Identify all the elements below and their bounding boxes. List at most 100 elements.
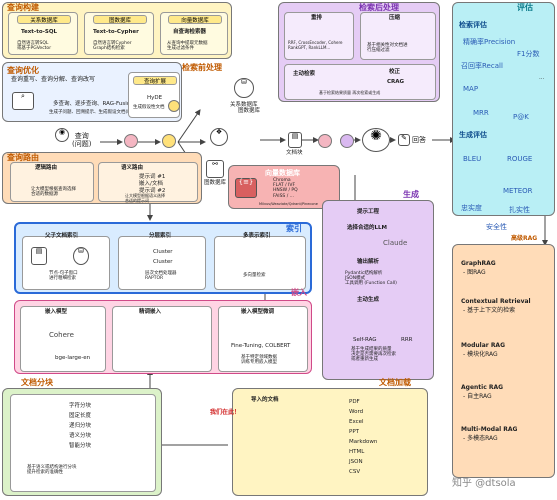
rerank-card: 重排 RRF, CrossEncoder, Cohere RankGPT, Ra… xyxy=(284,12,354,60)
active-retrieval-card: 主动检索 校正 CRAG 基于检索结果质量 再次检索或生成 xyxy=(284,64,436,100)
logical-routing-card: 逻辑路由 让大模型根据查询选择 合适的数据源 xyxy=(10,162,94,202)
relational-db-icon: ⛁ xyxy=(234,78,254,98)
adv-item-5-name: Multi-Modal RAG xyxy=(461,426,518,433)
router-node-2 xyxy=(162,134,176,148)
metric-rouge: ROUGE xyxy=(507,155,533,163)
compress-title: 压缩 xyxy=(389,15,401,21)
hyde-label: HyDE xyxy=(147,95,163,101)
user-query-icon: ◉ xyxy=(55,128,69,142)
src-excel: Excel xyxy=(349,419,364,425)
metric-mrr: MRR xyxy=(473,109,489,117)
eval-dots: ... xyxy=(539,75,545,81)
metric-faithfulness: 忠实度 xyxy=(461,204,482,212)
card-vector-db: 向量数据库 xyxy=(168,15,222,24)
adv-item-3-name: Modular RAG xyxy=(461,342,506,349)
adv-item-4-name: Agentic RAG xyxy=(461,384,504,391)
logical-routing-title: 逻辑路由 xyxy=(35,165,58,171)
llm-icon: ✺ xyxy=(362,128,390,152)
finetune-card: 精调嵌入 xyxy=(112,306,212,372)
evaluation-title: 评估 xyxy=(517,3,533,12)
adv-item-3-desc: - 模块化RAG xyxy=(463,351,498,358)
hier-index-desc: 层次文档处理器 RAPTOR xyxy=(145,271,177,282)
src-csv: CSV xyxy=(349,469,361,475)
chunking-card: 字符分块 固定长度 递归分块 语义分块 智能分块 基于语义或结构进行分块 提升检… xyxy=(10,394,156,492)
generation-eval-title: 生成评估 xyxy=(459,131,487,139)
rerank-items: RRF, CrossEncoder, Cohere RankGPT, RankL… xyxy=(288,40,343,50)
ft-method: Fine-Tuning, COLBERT xyxy=(231,343,291,349)
query-opt-item-3: 生成子问题、回溯提示、生成假设文档(HyDE) xyxy=(49,110,142,115)
vector-db-panel: 向量数据库 {≡} Chroma FLAT / IVF HNSW / PQ FA… xyxy=(228,165,340,209)
src-ppt: PPT xyxy=(349,429,359,435)
ft-desc: 基于特定领域数据 训练专用嵌入模型 xyxy=(241,355,277,366)
src-html: HTML xyxy=(349,449,365,455)
card-relational-tool: Text-to-SQL xyxy=(21,29,58,35)
hyde-desc: 生成假设性文档 xyxy=(133,105,165,110)
query-label: 查询 (问题) xyxy=(72,132,92,149)
embed-1: 嵌入/文档 xyxy=(139,181,163,187)
semantic-routing-title: 语义路由 xyxy=(121,165,144,171)
prompt-1: 提示词 #1 xyxy=(139,174,166,180)
metric-precision: 精确率Precision xyxy=(463,38,516,46)
prompt-2: 提示词 #2 xyxy=(139,188,166,194)
card-vector-desc: 从查询中提取元数据 生成过滤条件 xyxy=(167,41,208,52)
card-vector: 向量数据库 自查询检索器 从查询中提取元数据 生成过滤条件 xyxy=(160,12,228,55)
compress-card: 压缩 基于相关性对文档进 行压缩过滤 xyxy=(360,12,436,60)
chunk-item-2: 固定长度 xyxy=(69,413,92,419)
db-index-icon: ⛁ xyxy=(73,247,89,265)
adv-item-2-desc: - 基于上下文的检索 xyxy=(463,307,516,314)
advanced-rag-title: 高级RAG xyxy=(511,235,538,242)
adv-item-2-name: Contextual Retrieval xyxy=(461,298,531,305)
crag-label: CRAG xyxy=(387,79,405,85)
generation-panel: 生成 提示工程 选择合适的LLM Claude 输出解析 Pydantic结构解… xyxy=(322,190,434,380)
relational-db-label: 关系数据库 xyxy=(230,102,258,108)
active-desc: 基于检索结果质量 再次检索或生成 xyxy=(319,90,381,95)
query-expansion-title: 查询扩展 xyxy=(133,76,177,85)
src-word: Word xyxy=(349,409,364,415)
cluster-2: Cluster xyxy=(153,259,173,265)
query-opt-item-1: 查询重写、查询分解、查询改写 xyxy=(11,76,96,83)
metric-f1: F1分数 xyxy=(517,50,540,58)
docs-label: 文档块 xyxy=(286,150,303,156)
evaluation-panel: 评估 检索评估 精确率Precision F1分数 召回率Recall MAP … xyxy=(452,2,555,216)
hier-index-title: 分层索引 xyxy=(149,233,172,239)
router-node-top xyxy=(168,100,180,112)
vector-db-title: 向量数据库 xyxy=(265,169,300,177)
chunk-item-1: 字符分块 xyxy=(69,403,92,409)
card-vector-tool: 自查询检索器 xyxy=(173,29,207,35)
advanced-rag-panel: 高级RAG GraphRAG - 图RAG Contextual Retriev… xyxy=(452,235,555,478)
pre-retrieval-label: 检索前处理 xyxy=(182,63,222,72)
query-construction-title: 查询构建 xyxy=(7,3,39,12)
docs-icon: ▤ xyxy=(288,132,302,148)
card-graph: 图数据库 Text-to-Cypher 自然语言转Cypher Graph结构检… xyxy=(84,12,154,55)
card-graph-db: 图数据库 xyxy=(93,15,147,24)
embed-model-cohere: Cohere xyxy=(49,331,74,339)
query-rewrite-icon: ⌕ xyxy=(12,92,34,110)
vector-db-extra: Milvus/Weaviate/Qdrant/Pinecone xyxy=(259,202,318,206)
correct-title: 校正 xyxy=(389,69,401,75)
metric-recall: 召回率Recall xyxy=(461,62,503,70)
post-retrieval-title: 检索后处理 xyxy=(359,3,399,12)
src-md: Markdown xyxy=(349,439,378,445)
vector-db-list: Chroma FLAT / IVF HNSW / PQ FAISS / ... xyxy=(273,178,298,199)
adv-item-4-desc: - 自主RAG xyxy=(463,393,492,400)
output-parse-desc: Pydantic结构解析 JSON模式 工具调用 (Function Call) xyxy=(345,271,397,287)
query-opt-item-2: 多查询、逐步查询、RAG-Fusion xyxy=(53,101,134,107)
metric-pk: P@K xyxy=(513,113,529,121)
src-pdf: PDF xyxy=(349,399,360,405)
multi-repr-desc: 节点-句子窗口 进行粗细检索 xyxy=(49,271,78,282)
card-relational-desc: 自然语言转SQL 或基于PGVector xyxy=(17,41,52,52)
chunk-item-4: 语义分块 xyxy=(69,433,92,439)
cluster-1: Cluster xyxy=(153,249,173,255)
adv-item-1-desc: - 图RAG xyxy=(463,269,486,276)
watermark: 知乎 @dtsola xyxy=(452,478,516,489)
query-routing-title: 查询路由 xyxy=(7,153,39,162)
self-rag: Self-RAG xyxy=(353,337,377,343)
embedding-title: 嵌入 xyxy=(291,288,307,297)
embed-model-card: 嵌入模型 Cohere bge-large-en xyxy=(20,306,106,372)
llm-claude: Claude xyxy=(383,239,408,247)
vector-db-icon: {≡} xyxy=(235,178,257,198)
generation-title: 生成 xyxy=(403,190,419,199)
rerank-title: 重排 xyxy=(311,15,323,21)
card-graph-desc: 自然语言转Cypher Graph结构检索 xyxy=(93,41,132,52)
metric-bleu: BLEU xyxy=(463,155,482,163)
